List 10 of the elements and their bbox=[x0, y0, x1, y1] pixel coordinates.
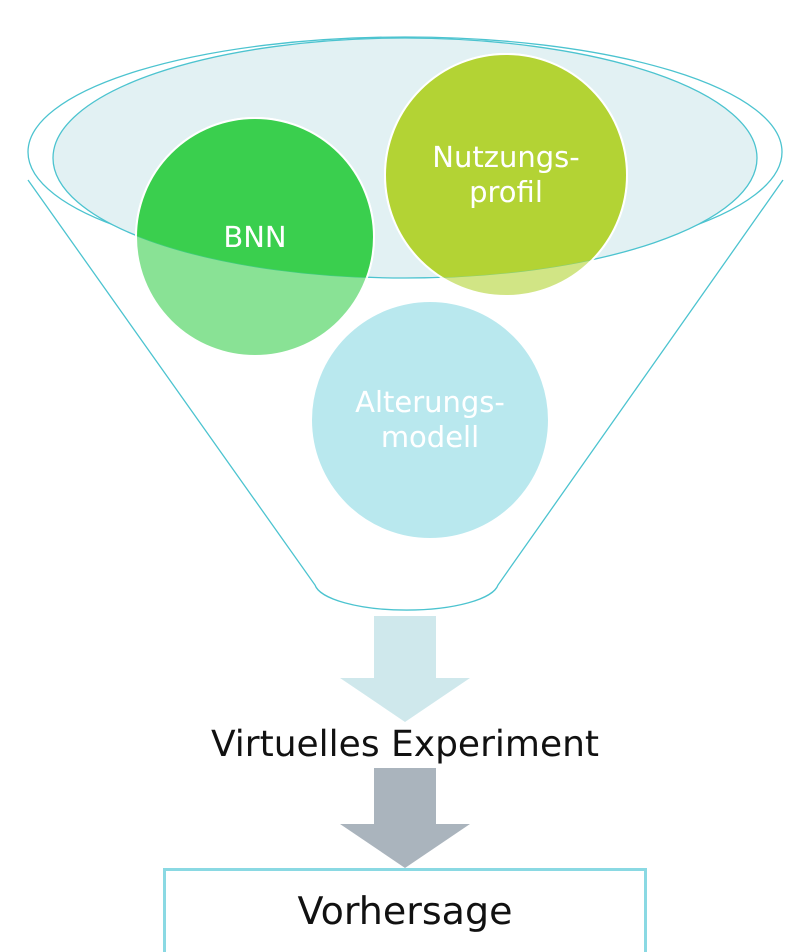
circle bbox=[310, 300, 550, 540]
block-arrow bbox=[340, 768, 470, 868]
circle bbox=[135, 117, 375, 357]
circle-label: BNN bbox=[222, 220, 288, 254]
block-arrow bbox=[340, 616, 470, 722]
circle-label: Alterungs- modell bbox=[355, 385, 505, 455]
circle bbox=[384, 53, 628, 297]
stage-label: Virtuelles Experiment bbox=[150, 722, 660, 768]
circle-label: Nutzungs- profil bbox=[431, 140, 581, 210]
result-box: Vorhersage bbox=[163, 868, 647, 952]
